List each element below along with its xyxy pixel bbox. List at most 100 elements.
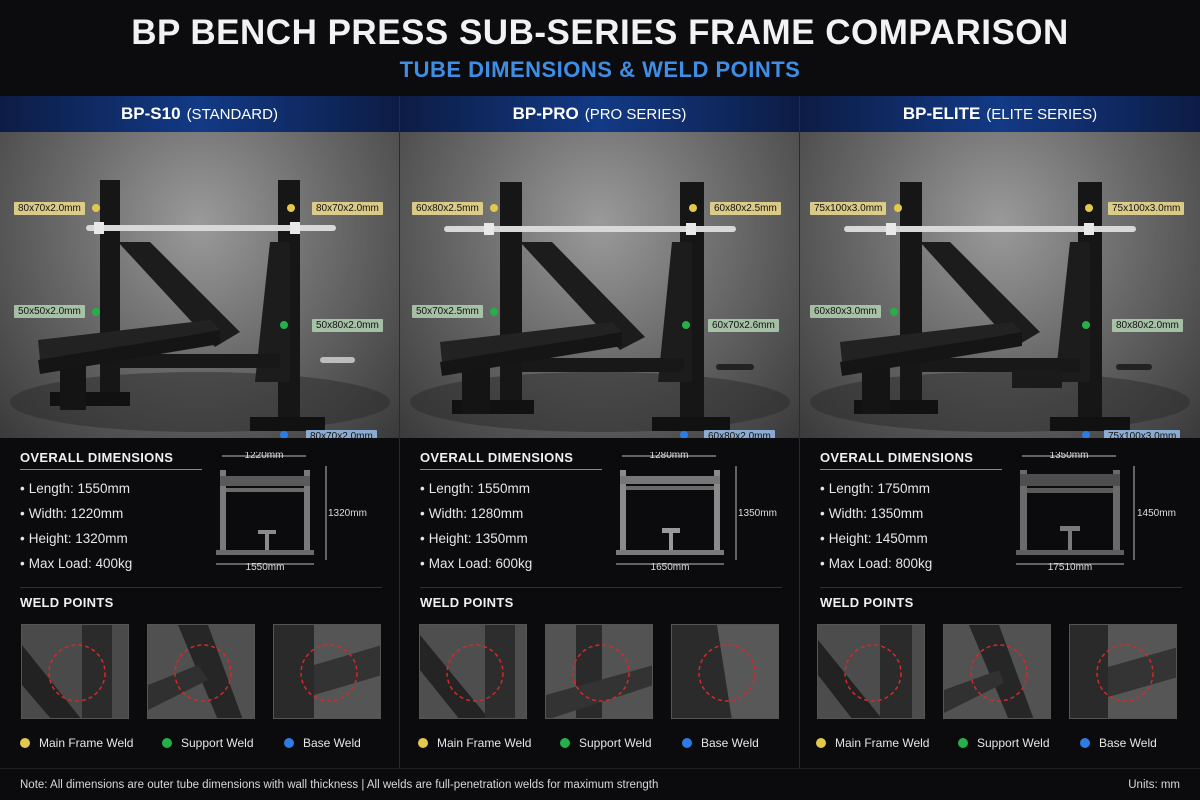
spec-max-load: •Max Load: 400kg [20, 556, 133, 571]
weld-photo-base [273, 624, 381, 719]
tube-label-support-right: 60x70x2.6mm [708, 319, 779, 332]
weld-photo-main [21, 624, 129, 719]
legend-main-frame-weld: Main Frame Weld [816, 736, 929, 750]
diagram-bottom-dim: 1550mm [246, 562, 285, 573]
tube-label-support-right: 50x80x2.0mm [312, 319, 383, 332]
legend-main-frame-weld: Main Frame Weld [20, 736, 133, 750]
legend-dot-yellow [20, 738, 30, 748]
weld-points: WELD POINTS Main Frame Weld Support Weld… [400, 592, 800, 768]
support-weld-marker [682, 321, 690, 329]
support-weld-marker [1082, 321, 1090, 329]
spec-length: •Length: 1550mm [420, 481, 531, 496]
legend-support-weld: Support Weld [560, 736, 652, 750]
section-rule [420, 469, 602, 470]
frame-dimension-diagram: 1220mm 1320mm 1550mm [216, 452, 367, 573]
base-weld-marker [280, 431, 288, 438]
model-column-bp-pro: BP-PRO (PRO SERIES) 60x80x2.5 [400, 96, 800, 768]
legend-dot-yellow [816, 738, 826, 748]
page-subtitle: TUBE DIMENSIONS & WELD POINTS [399, 57, 801, 82]
bench-photo: 60x80x2.5mm 60x80x2.5mm 50x70x2.5mm 60x7… [400, 132, 799, 438]
bench-illustration [10, 180, 390, 432]
base-weld-marker [680, 431, 688, 438]
overall-dimensions-title: OVERALL DIMENSIONS [820, 450, 974, 465]
weld-points-title: WELD POINTS [420, 595, 514, 610]
page-header: BP BENCH PRESS SUB-SERIES FRAME COMPARIS… [0, 0, 1200, 96]
tube-label-base: 60x80x2.0mm [704, 430, 775, 438]
overall-dimensions: OVERALL DIMENSIONS •Length: 1550mm •Widt… [0, 438, 400, 588]
bench-photo: 80x70x2.0mm 80x70x2.0mm 50x50x2.0mm 50x8… [0, 132, 399, 438]
support-weld-marker [890, 308, 898, 316]
support-weld-marker [280, 321, 288, 329]
main-weld-marker [689, 204, 697, 212]
legend-dot-blue [682, 738, 692, 748]
column-header: BP-PRO (PRO SERIES) [400, 96, 799, 132]
weld-points: WELD POINTS Main Frame Weld Support Weld… [800, 592, 1200, 768]
diagram-side-dim: 1350mm [738, 508, 777, 519]
diagram-top-dim: 1280mm [650, 452, 689, 461]
tube-label-upright-left: 80x70x2.0mm [14, 202, 85, 215]
support-weld-marker [92, 308, 100, 316]
model-name: BP-S10 [121, 104, 181, 123]
overall-dimensions: OVERALL DIMENSIONS •Length: 1750mm •Widt… [800, 438, 1200, 588]
spec-width: •Width: 1280mm [420, 506, 524, 521]
model-name: BP-ELITE [902, 104, 981, 123]
spec-max-load: •Max Load: 800kg [820, 556, 933, 571]
overall-dimensions-title: OVERALL DIMENSIONS [420, 450, 574, 465]
main-weld-marker [894, 204, 902, 212]
spec-height: •Height: 1320mm [20, 531, 128, 546]
tube-label-base: 80x70x2.0mm [306, 430, 377, 438]
weld-photo-main [817, 624, 925, 719]
tube-label-support-left: 50x70x2.5mm [412, 305, 483, 318]
weld-photo-support [147, 624, 255, 719]
tube-label-upright-right: 60x80x2.5mm [710, 202, 781, 215]
section-divider [820, 587, 1182, 588]
footer-note: Note: All dimensions are outer tube dime… [20, 779, 659, 791]
tube-label-upright-left: 75x100x3.0mm [810, 202, 887, 215]
legend-dot-green [162, 738, 172, 748]
diagram-bottom-dim: 17510mm [1048, 562, 1092, 573]
model-series: (ELITE SERIES) [986, 105, 1098, 123]
bench-illustration [810, 182, 1190, 432]
overall-dimensions-title: OVERALL DIMENSIONS [20, 450, 174, 465]
section-divider [20, 587, 382, 588]
comparison-columns: BP-S10 (STANDARD) 80x70x2.0mm [0, 96, 1200, 768]
tube-label-upright-left: 60x80x2.5mm [412, 202, 483, 215]
spec-length: •Length: 1550mm [20, 481, 131, 496]
main-weld-marker [287, 204, 295, 212]
spec-height: •Height: 1350mm [420, 531, 528, 546]
spec-max-load: •Max Load: 600kg [420, 556, 533, 571]
tube-label-upright-right: 75x100x3.0mm [1108, 202, 1185, 215]
legend-dot-blue [1080, 738, 1090, 748]
tube-label-upright-right: 80x70x2.0mm [312, 202, 383, 215]
diagram-side-dim: 1320mm [328, 508, 367, 519]
diagram-bottom-dim: 1650mm [651, 562, 690, 573]
spec-width: •Width: 1350mm [820, 506, 924, 521]
main-weld-marker [490, 204, 498, 212]
bench-photo: 75x100x3.0mm 75x100x3.0mm 60x80x3.0mm 80… [800, 132, 1200, 438]
page-title: BP BENCH PRESS SUB-SERIES FRAME COMPARIS… [131, 13, 1069, 52]
legend-base-weld: Base Weld [682, 736, 759, 750]
section-rule [20, 469, 202, 470]
weld-points-title: WELD POINTS [820, 595, 914, 610]
spec-width: •Width: 1220mm [20, 506, 124, 521]
bench-illustration [410, 182, 790, 432]
column-header: BP-ELITE (ELITE SERIES) [800, 96, 1200, 132]
footer-units: Units: mm [1128, 779, 1180, 791]
frame-dimension-diagram: 1350mm 1450mm 17510mm [1016, 452, 1176, 573]
legend-main-frame-weld: Main Frame Weld [418, 736, 531, 750]
section-rule [820, 469, 1002, 470]
weld-photo-base [1069, 624, 1177, 719]
diagram-top-dim: 1350mm [1050, 452, 1089, 461]
weld-points-title: WELD POINTS [20, 595, 114, 610]
weld-photo-support [545, 624, 653, 719]
spec-length: •Length: 1750mm [820, 481, 931, 496]
legend-base-weld: Base Weld [1080, 736, 1157, 750]
weld-photo-base [671, 624, 779, 719]
legend-dot-yellow [418, 738, 428, 748]
weld-photo-support [943, 624, 1051, 719]
page-footer: Note: All dimensions are outer tube dime… [0, 768, 1200, 800]
main-weld-marker [1085, 204, 1093, 212]
weld-photo-main [419, 624, 527, 719]
legend-base-weld: Base Weld [284, 736, 361, 750]
model-series: (PRO SERIES) [584, 105, 687, 123]
